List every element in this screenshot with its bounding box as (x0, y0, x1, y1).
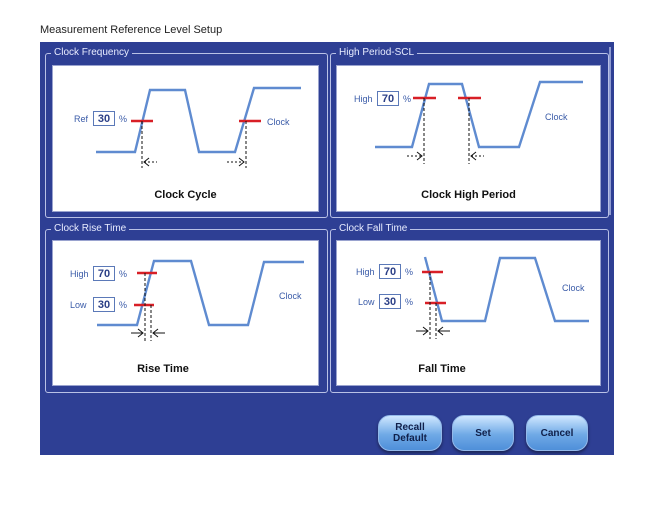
clock-label: Clock (545, 112, 568, 122)
high-level-input[interactable]: 70 (377, 91, 399, 106)
fall-low-level-input[interactable]: 30 (379, 294, 401, 309)
clock-frequency-waveform (96, 86, 301, 168)
clock-frequency-group: Clock Frequency (45, 46, 328, 218)
fall-time-waveform (416, 256, 589, 339)
ref-level-input[interactable]: 30 (93, 111, 115, 126)
clock-frequency-diagram: Ref 30 % Clock Clock Cycle (52, 65, 319, 212)
rise-high-level-input[interactable]: 70 (93, 266, 115, 281)
high-label: High (354, 94, 373, 104)
rise-low-level-input[interactable]: 30 (93, 297, 115, 312)
rise-time-waveform (97, 259, 304, 341)
clock-fall-time-legend: Clock Fall Time (336, 222, 411, 236)
recall-default-line2: Default (393, 433, 427, 444)
low-label: Low (70, 300, 87, 310)
clock-label: Clock (279, 291, 302, 301)
clock-cycle-caption: Clock Cycle (154, 189, 217, 201)
fall-time-diagram: High 70 % Low 30 % Clock Fall Time (336, 240, 601, 386)
ref-label: Ref (74, 114, 89, 124)
rise-high-percent-label: % (119, 269, 128, 279)
recall-default-line1: Recall (395, 422, 425, 433)
high-label: High (70, 269, 89, 279)
clock-rise-time-legend: Clock Rise Time (51, 222, 130, 236)
panel-edge-strip (609, 47, 611, 215)
rise-time-caption: Rise Time (137, 363, 189, 375)
clock-high-period-caption: Clock High Period (421, 189, 516, 201)
clock-frequency-legend: Clock Frequency (51, 46, 133, 60)
clock-label: Clock (562, 283, 585, 293)
clock-label: Clock (267, 117, 290, 127)
high-period-group: High Period-SCL (330, 46, 609, 218)
fall-time-caption: Fall Time (418, 363, 466, 375)
set-button[interactable]: Set (452, 415, 514, 451)
fall-high-percent-label: % (405, 267, 414, 277)
rise-time-diagram: High 70 % Low 30 % Clock Rise Time (52, 240, 319, 386)
clock-fall-time-group: Clock Fall Time (330, 222, 609, 393)
fall-high-level-input[interactable]: 70 (379, 264, 401, 279)
fall-low-percent-label: % (405, 297, 414, 307)
high-period-legend: High Period-SCL (336, 46, 418, 60)
low-label: Low (358, 297, 375, 307)
high-period-waveform (375, 80, 583, 164)
dialog-title: Measurement Reference Level Setup (40, 24, 223, 36)
rise-low-percent-label: % (119, 300, 128, 310)
clock-rise-time-group: Clock Rise Time (45, 222, 328, 393)
ref-percent-label: % (119, 114, 128, 124)
high-percent-label: % (403, 94, 412, 104)
high-period-diagram: High 70 % Clock Clock High Period (336, 65, 601, 212)
cancel-button[interactable]: Cancel (526, 415, 588, 451)
high-label: High (356, 267, 375, 277)
